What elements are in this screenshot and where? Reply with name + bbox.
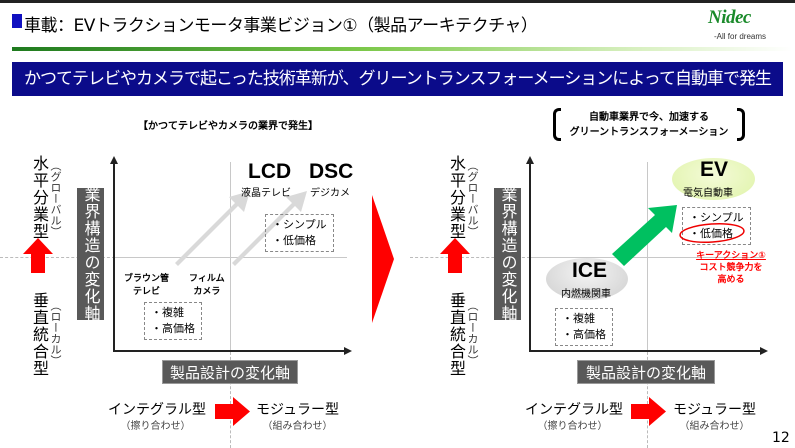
y-bottom-sublabel: （ローカル） (466, 300, 479, 366)
guide-line (410, 257, 530, 258)
ice-traits-box: ・複雑・高価格 (555, 308, 613, 346)
up-arrow-icon (23, 238, 53, 273)
integral-label: インテグラル型 (108, 402, 206, 418)
key-action-note: キーアクション① コスト競争力を高める (694, 250, 768, 286)
axes (110, 156, 352, 355)
bracket-right-icon (737, 108, 745, 141)
axes (526, 156, 768, 355)
trait-complex: ・複雑 (562, 312, 595, 325)
trait-simple: ・シンプル (689, 211, 744, 224)
heading-line: グリーントランスフォーメーション (569, 127, 729, 138)
ev-traits-box: ・シンプル・低価格 (682, 207, 751, 245)
ev-sublabel: 電気自動車 (683, 188, 733, 199)
y-top-sublabel: （グローバル） (466, 160, 479, 237)
guide-line (230, 352, 231, 448)
integral-sublabel: （擦り合わせ） (120, 421, 191, 432)
grid-line (530, 257, 763, 258)
trait-simple: ・シンプル (272, 218, 327, 231)
modular-sublabel: （組み合わせ） (262, 421, 333, 432)
ice-label: ICE (572, 259, 608, 282)
right-arrow-icon (215, 397, 250, 426)
lcd-label: LCD (248, 160, 292, 183)
x-axis-label: 製品設計の変化軸 (162, 360, 298, 384)
title-divider (12, 47, 792, 51)
y-bottom-sublabel: （ローカル） (49, 300, 62, 366)
modular-sublabel: （組み合わせ） (679, 421, 750, 432)
dsc-label: DSC (309, 160, 354, 183)
right-arrow-icon (631, 397, 666, 426)
key-action-line: コスト競争力を (699, 263, 763, 273)
film-camera-label: フィルムカメラ (189, 273, 225, 299)
y-bottom-label: 垂直統合型 (30, 292, 49, 377)
x-axis-label: 製品設計の変化軸 (577, 360, 715, 384)
lcd-sublabel: 液晶テレビ (241, 188, 291, 199)
guide-line (0, 257, 115, 258)
nidec-logo: Nidec (708, 7, 751, 28)
film-line: カメラ (193, 287, 221, 297)
bracket-left-icon (553, 108, 561, 141)
page-title: 車載：EVトラクションモータ事業ビジョン①（製品アーキテクチャ） (24, 16, 538, 36)
ice-sublabel: 内燃機関車 (561, 289, 611, 300)
trait-complex: ・複雑 (151, 306, 184, 319)
modular-label: モジュラー型 (255, 402, 340, 418)
crt-line: ブラウン管 (124, 274, 170, 284)
trait-low-price: ・低価格 (272, 234, 316, 247)
y-top-sublabel: （グローバル） (49, 160, 62, 237)
y-bottom-label: 垂直統合型 (447, 292, 466, 377)
modular-traits-box: ・シンプル・低価格 (265, 214, 334, 252)
guide-line (647, 352, 648, 448)
key-action-line: 高める (717, 275, 745, 285)
trait-low-price: ・低価格 (689, 227, 733, 240)
heading-line: 自動車業界で今、加速する (589, 112, 709, 123)
transition-arrows-icon (175, 191, 307, 266)
trait-high-price: ・高価格 (562, 328, 606, 341)
ev-label: EV (700, 158, 729, 181)
modular-label: モジュラー型 (672, 402, 757, 418)
ev-ellipse (672, 158, 755, 200)
title-bullet-icon (12, 14, 22, 28)
dsc-sublabel: デジカメ (310, 188, 350, 199)
y-top-label: 水平分業型 (447, 155, 466, 240)
grid-line (230, 162, 231, 352)
key-action-line: キーアクション① (696, 251, 766, 261)
headline-banner: かつてテレビやカメラで起こった技術革新が、グリーントランスフォーメーションによっ… (12, 62, 783, 96)
left-heading: 【かつてテレビやカメラの業界で発生】 (138, 121, 318, 132)
integral-sublabel: （擦り合わせ） (537, 421, 608, 432)
integral-traits-box: ・複雑・高価格 (144, 302, 202, 340)
y-axis-label: 業界構造の変化軸 (77, 186, 104, 322)
crt-tv-label: ブラウン管テレビ (124, 273, 169, 299)
integral-label: インテグラル型 (525, 402, 623, 418)
crt-line: テレビ (133, 287, 161, 297)
logo-tagline: -All for dreams (714, 32, 767, 41)
right-heading: 自動車業界で今、加速するグリーントランスフォーメーション (553, 108, 745, 141)
y-axis-label: 業界構造の変化軸 (494, 186, 521, 322)
trait-high-price: ・高価格 (151, 322, 195, 335)
grid-line (647, 162, 648, 352)
ice-ellipse (546, 258, 628, 300)
top-border (0, 0, 795, 3)
transition-chevron-icon (372, 195, 394, 323)
film-line: フィルム (189, 274, 225, 284)
page-number: 12 (772, 430, 790, 446)
y-top-label: 水平分業型 (30, 155, 49, 240)
grid-line (115, 257, 347, 258)
highlight-circle-icon (679, 222, 745, 244)
up-arrow-icon (440, 238, 470, 273)
growth-arrow-icon (612, 205, 677, 266)
